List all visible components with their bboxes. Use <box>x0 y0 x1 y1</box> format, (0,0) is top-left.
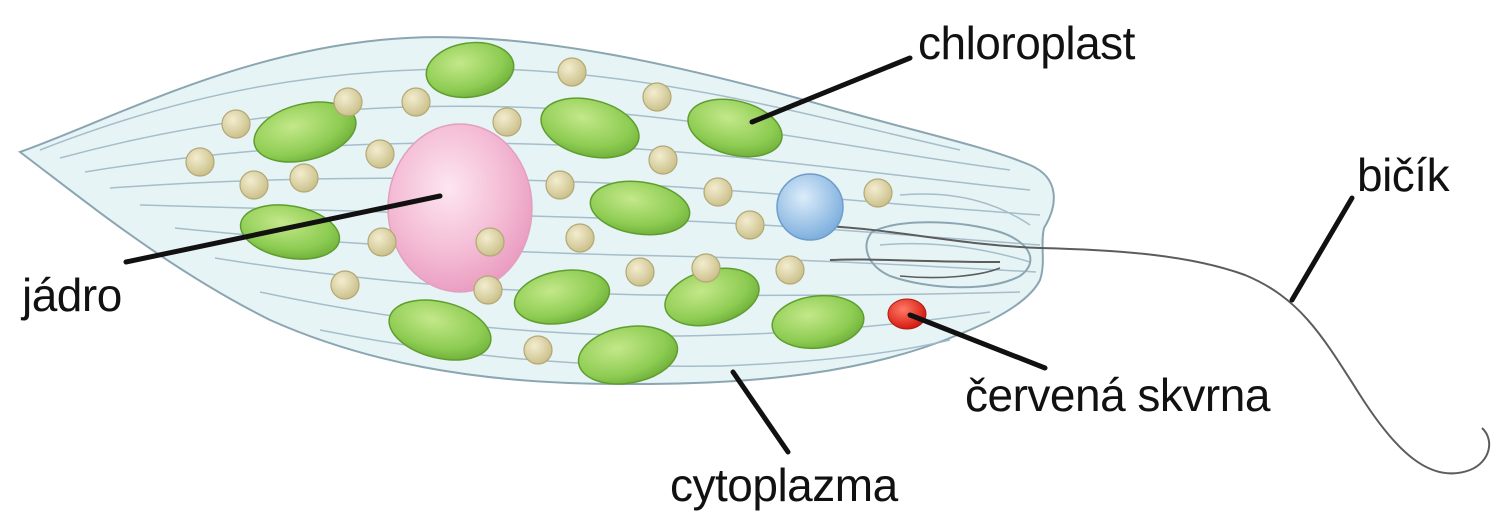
granule <box>546 171 574 199</box>
granule <box>493 108 521 136</box>
granule <box>566 224 594 252</box>
granule <box>558 58 586 86</box>
label-cytoplasm: cytoplazma <box>670 462 898 508</box>
granule <box>704 178 732 206</box>
granule <box>290 164 318 192</box>
eyespot <box>888 299 926 329</box>
contractile-vacuole <box>777 174 843 240</box>
label-chloroplast: chloroplast <box>918 20 1135 66</box>
label-flagellum: bičík <box>1357 152 1449 198</box>
granule <box>331 271 359 299</box>
granule <box>222 110 250 138</box>
granule <box>402 88 430 116</box>
granule <box>626 258 654 286</box>
nucleus <box>388 124 532 292</box>
granule <box>366 140 394 168</box>
granule <box>649 146 677 174</box>
granule <box>240 171 268 199</box>
granule <box>776 256 804 284</box>
leader-line-cytoplazma <box>733 372 788 452</box>
granule <box>476 228 504 256</box>
granule <box>186 148 214 176</box>
granule <box>736 211 764 239</box>
granule <box>474 276 502 304</box>
granule <box>643 83 671 111</box>
leader-line-bicik <box>1292 198 1352 300</box>
granule <box>692 254 720 282</box>
label-eyespot: červená skvrna <box>965 372 1270 418</box>
granule <box>334 88 362 116</box>
label-nucleus: jádro <box>22 272 122 318</box>
granule <box>524 336 552 364</box>
granule <box>864 179 892 207</box>
granule <box>368 228 396 256</box>
